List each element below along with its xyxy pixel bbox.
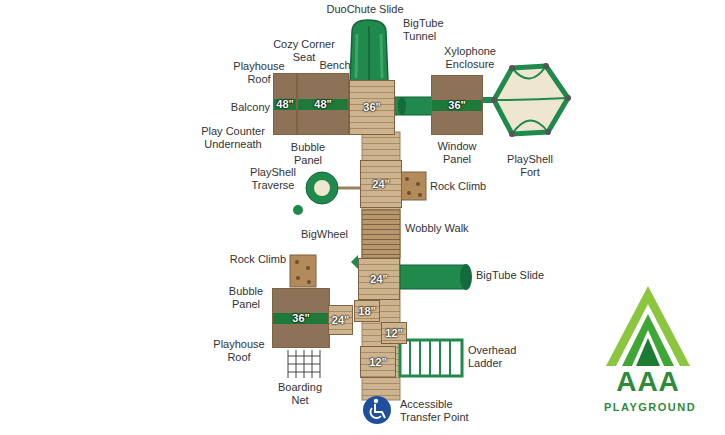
deck-height: 12" xyxy=(369,356,386,368)
part-label: Bubble Panel xyxy=(224,285,268,310)
part-label: Playhouse Roof xyxy=(210,338,268,363)
part-label: BigTube Slide xyxy=(476,269,566,282)
logo-text: PLAYGROUND xyxy=(590,401,710,414)
part-label: Bench xyxy=(318,59,352,72)
deck-platform: 24" xyxy=(360,160,402,208)
deck-height: 36" xyxy=(448,99,465,111)
part-label: Wobbly Walk xyxy=(405,222,485,235)
deck-height: 48" xyxy=(276,98,293,110)
deck-platform: 48" xyxy=(273,73,297,135)
part-label: PlayShell Fort xyxy=(503,153,557,178)
deck-height: 36" xyxy=(363,101,380,113)
part-label: Accessible Transfer Point xyxy=(400,398,484,423)
part-label: PlayShell Traverse xyxy=(244,166,302,191)
deck-platform: 12" xyxy=(360,346,396,378)
part-label: Balcony xyxy=(224,101,270,114)
deck-platform: 36" xyxy=(349,80,395,135)
part-label: Playhouse Roof xyxy=(230,60,288,85)
deck-platform: 36" xyxy=(431,75,483,135)
part-label: DuoChute Slide xyxy=(325,3,405,16)
deck-platform: 24" xyxy=(358,258,400,300)
part-label: Xylophone Enclosure xyxy=(440,45,500,70)
deck-height: 24" xyxy=(370,273,387,285)
part-label: BigTube Tunnel xyxy=(403,17,453,42)
deck-height: 12" xyxy=(385,327,402,339)
part-label: Bubble Panel xyxy=(286,141,330,166)
deck-height: 18" xyxy=(358,305,375,317)
deck-height: 48" xyxy=(314,98,331,110)
part-label: Boarding Net xyxy=(276,381,324,406)
part-label: Play Counter Underneath xyxy=(196,125,270,150)
deck-platform: 18" xyxy=(354,300,380,322)
deck-platform: 36" xyxy=(272,288,330,348)
deck-height: 24" xyxy=(332,314,349,326)
deck-height: 36" xyxy=(292,312,309,324)
part-label: Rock Climb xyxy=(430,180,496,193)
deck-platform: 48" xyxy=(297,73,349,135)
part-label: Rock Climb xyxy=(222,253,286,266)
deck-platform: 12" xyxy=(381,322,407,344)
part-label: BigWheel xyxy=(290,228,348,241)
part-label: Overhead Ladder xyxy=(468,344,526,369)
deck-height: 24" xyxy=(372,178,389,190)
deck-platform: 24" xyxy=(328,305,353,335)
part-label: Window Panel xyxy=(432,140,482,165)
logo-text: AAA xyxy=(593,366,703,398)
